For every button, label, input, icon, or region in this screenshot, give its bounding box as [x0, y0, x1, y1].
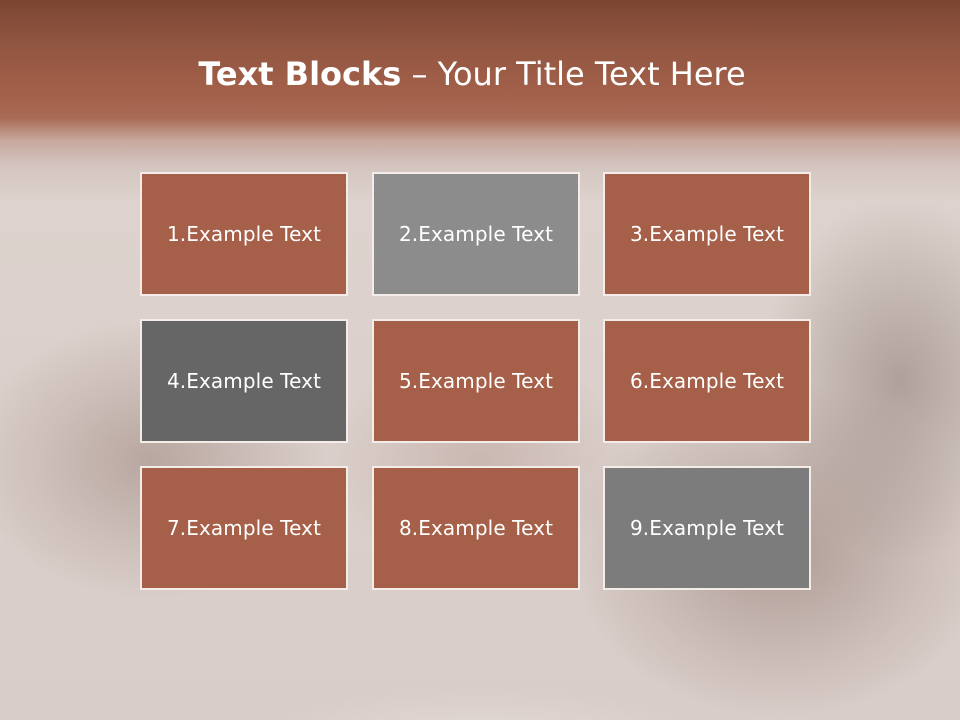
text-block-3[interactable]: 3.Example Text: [603, 172, 811, 296]
text-block-label: 8.Example Text: [398, 516, 554, 540]
title-rest: – Your Title Text Here: [401, 55, 746, 93]
text-block-label: 5.Example Text: [398, 369, 554, 393]
text-block-label: 3.Example Text: [629, 222, 785, 246]
text-block-label: 2.Example Text: [398, 222, 554, 246]
text-block-2[interactable]: 2.Example Text: [372, 172, 580, 296]
slide-title: Text Blocks – Your Title Text Here: [0, 52, 944, 96]
title-bold: Text Blocks: [198, 55, 402, 93]
text-block-7[interactable]: 7.Example Text: [140, 466, 348, 590]
text-block-label: 1.Example Text: [166, 222, 322, 246]
text-block-4[interactable]: 4.Example Text: [140, 319, 348, 443]
text-block-label: 6.Example Text: [629, 369, 785, 393]
text-block-9[interactable]: 9.Example Text: [603, 466, 811, 590]
text-block-5[interactable]: 5.Example Text: [372, 319, 580, 443]
text-block-label: 4.Example Text: [166, 369, 322, 393]
text-block-6[interactable]: 6.Example Text: [603, 319, 811, 443]
text-block-label: 9.Example Text: [629, 516, 785, 540]
text-block-1[interactable]: 1.Example Text: [140, 172, 348, 296]
text-block-8[interactable]: 8.Example Text: [372, 466, 580, 590]
text-block-label: 7.Example Text: [166, 516, 322, 540]
